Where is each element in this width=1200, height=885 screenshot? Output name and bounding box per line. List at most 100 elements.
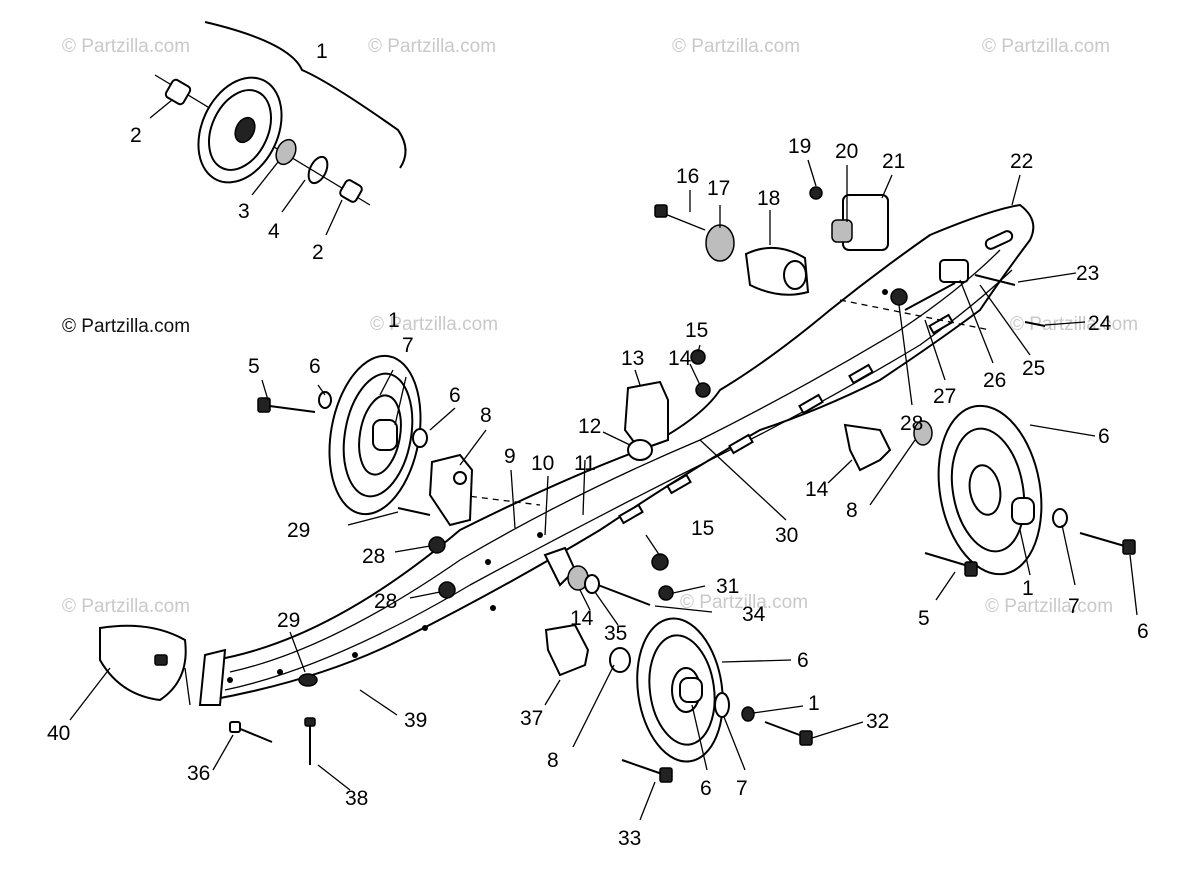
watermark: © Partzilla.com — [1010, 314, 1138, 335]
callout-6: 8 — [547, 749, 559, 772]
callout-10: 10 — [531, 452, 554, 475]
callout-1: 1 — [316, 40, 328, 63]
callout-1: 6 — [1098, 425, 1110, 448]
idler-wheel-left — [257, 354, 474, 599]
watermark: © Partzilla.com — [370, 314, 498, 335]
slider-tip-39 — [99, 624, 187, 702]
callout-7: 7 — [402, 334, 414, 357]
callout-30: 30 — [775, 524, 798, 547]
callout-40: 29 — [277, 609, 300, 632]
rail-hole — [352, 652, 358, 658]
callout-29: 33 — [618, 827, 641, 850]
nut-19 — [809, 186, 823, 200]
callout-29: 29 — [287, 519, 310, 542]
callout-2: 2 — [130, 124, 142, 147]
callout-5: 5 — [248, 355, 260, 378]
callout-26: 26 — [983, 369, 1006, 392]
bracket-26 — [939, 259, 969, 283]
callout-17: 17 — [707, 177, 730, 200]
part-20 — [831, 219, 853, 243]
callout-15: 15 — [685, 319, 708, 342]
callout-25: 25 — [1022, 357, 1045, 380]
nut-28-mid — [428, 536, 446, 554]
callout-27: 27 — [933, 385, 956, 408]
nut-15-mid — [651, 553, 669, 571]
callout-labels: 1 2 3 4 2 16 17 18 19 20 21 22 23 24 15 … — [47, 40, 1149, 850]
callout-37: 38 — [345, 787, 368, 810]
bracket-13 — [623, 380, 669, 452]
callout-6: 8 — [846, 499, 858, 522]
rail-mount-40 — [298, 673, 318, 687]
rail-hole — [485, 559, 491, 565]
callout-33: 32 — [866, 710, 889, 733]
callout-16: 16 — [676, 165, 699, 188]
callout-6: 6 — [309, 355, 321, 378]
watermark: © Partzilla.com — [985, 596, 1113, 617]
callout-14: 31 — [716, 575, 739, 598]
callout-13: 13 — [621, 347, 644, 370]
bracket-8-right — [843, 423, 892, 472]
hinge-12 — [627, 439, 653, 461]
rail-hole — [277, 669, 283, 675]
callout-19: 19 — [788, 135, 811, 158]
callout-2: 2 — [312, 241, 324, 264]
nut-14-lower — [438, 581, 456, 599]
upper-right-parts — [654, 186, 1046, 327]
watermark: © Partzilla.com — [368, 36, 496, 57]
callout-31: 34 — [742, 603, 766, 626]
callout-7: 6 — [700, 777, 712, 800]
callout-14: 28 — [374, 590, 397, 613]
idler-wheel-right — [843, 404, 1136, 577]
callout-1: 1 — [388, 309, 400, 332]
idler-wheel-assembly-top — [154, 21, 407, 206]
callout-32: 1 — [808, 692, 820, 715]
callout-23: 23 — [1076, 262, 1099, 285]
bracket-8-left — [428, 453, 474, 527]
callout-34: 35 — [604, 622, 627, 645]
callout-36: 39 — [404, 709, 427, 732]
callout-3: 3 — [238, 200, 250, 223]
callout-1: 6 — [797, 649, 809, 672]
callout-7: 1 — [1022, 577, 1034, 600]
watermark: © Partzilla.com — [672, 36, 800, 57]
callout-20: 20 — [835, 140, 858, 163]
bracket-8-bottom — [544, 623, 590, 677]
callout-39: 40 — [47, 722, 70, 745]
callout-8: 14 — [805, 478, 829, 501]
copyright-label: © Partzilla.com — [62, 316, 190, 337]
watermark-layer: © Partzilla.com © Partzilla.com © Partzi… — [62, 36, 1138, 617]
watermark: © Partzilla.com — [982, 36, 1110, 57]
callout-15: 15 — [691, 517, 714, 540]
idler-wheel-bottom — [544, 617, 813, 783]
nut-14-upper — [695, 382, 711, 398]
callout-6: 6 — [449, 384, 461, 407]
watermark: © Partzilla.com — [680, 592, 808, 613]
callout-11: 11 — [574, 452, 596, 475]
callout-18: 18 — [757, 187, 780, 210]
callout-8: 8 — [480, 404, 492, 427]
callout-6: 7 — [1068, 595, 1080, 618]
callout-9: 9 — [504, 445, 516, 468]
watermark: © Partzilla.com — [62, 36, 190, 57]
rail-hole — [422, 625, 428, 631]
leader-lines — [69, 99, 1138, 821]
callout-12: 12 — [578, 415, 601, 438]
watermark: © Partzilla.com — [62, 596, 190, 617]
rail-hole — [537, 532, 543, 538]
callout-28: 28 — [900, 412, 923, 435]
washer-34 — [584, 574, 600, 594]
callout-5: 6 — [1137, 620, 1149, 643]
rail-hole — [882, 289, 888, 295]
callout-22: 22 — [1010, 150, 1033, 173]
callout-8: 37 — [520, 707, 543, 730]
bushing-17 — [705, 224, 735, 262]
nut-15-upper — [690, 349, 706, 365]
rail-hole — [227, 677, 233, 683]
callout-6: 7 — [736, 777, 748, 800]
callout-4: 4 — [268, 220, 280, 243]
callout-14: 14 — [668, 347, 692, 370]
callout-29: 5 — [918, 607, 930, 630]
nut-14-mid — [658, 585, 674, 601]
callout-28: 28 — [362, 545, 385, 568]
